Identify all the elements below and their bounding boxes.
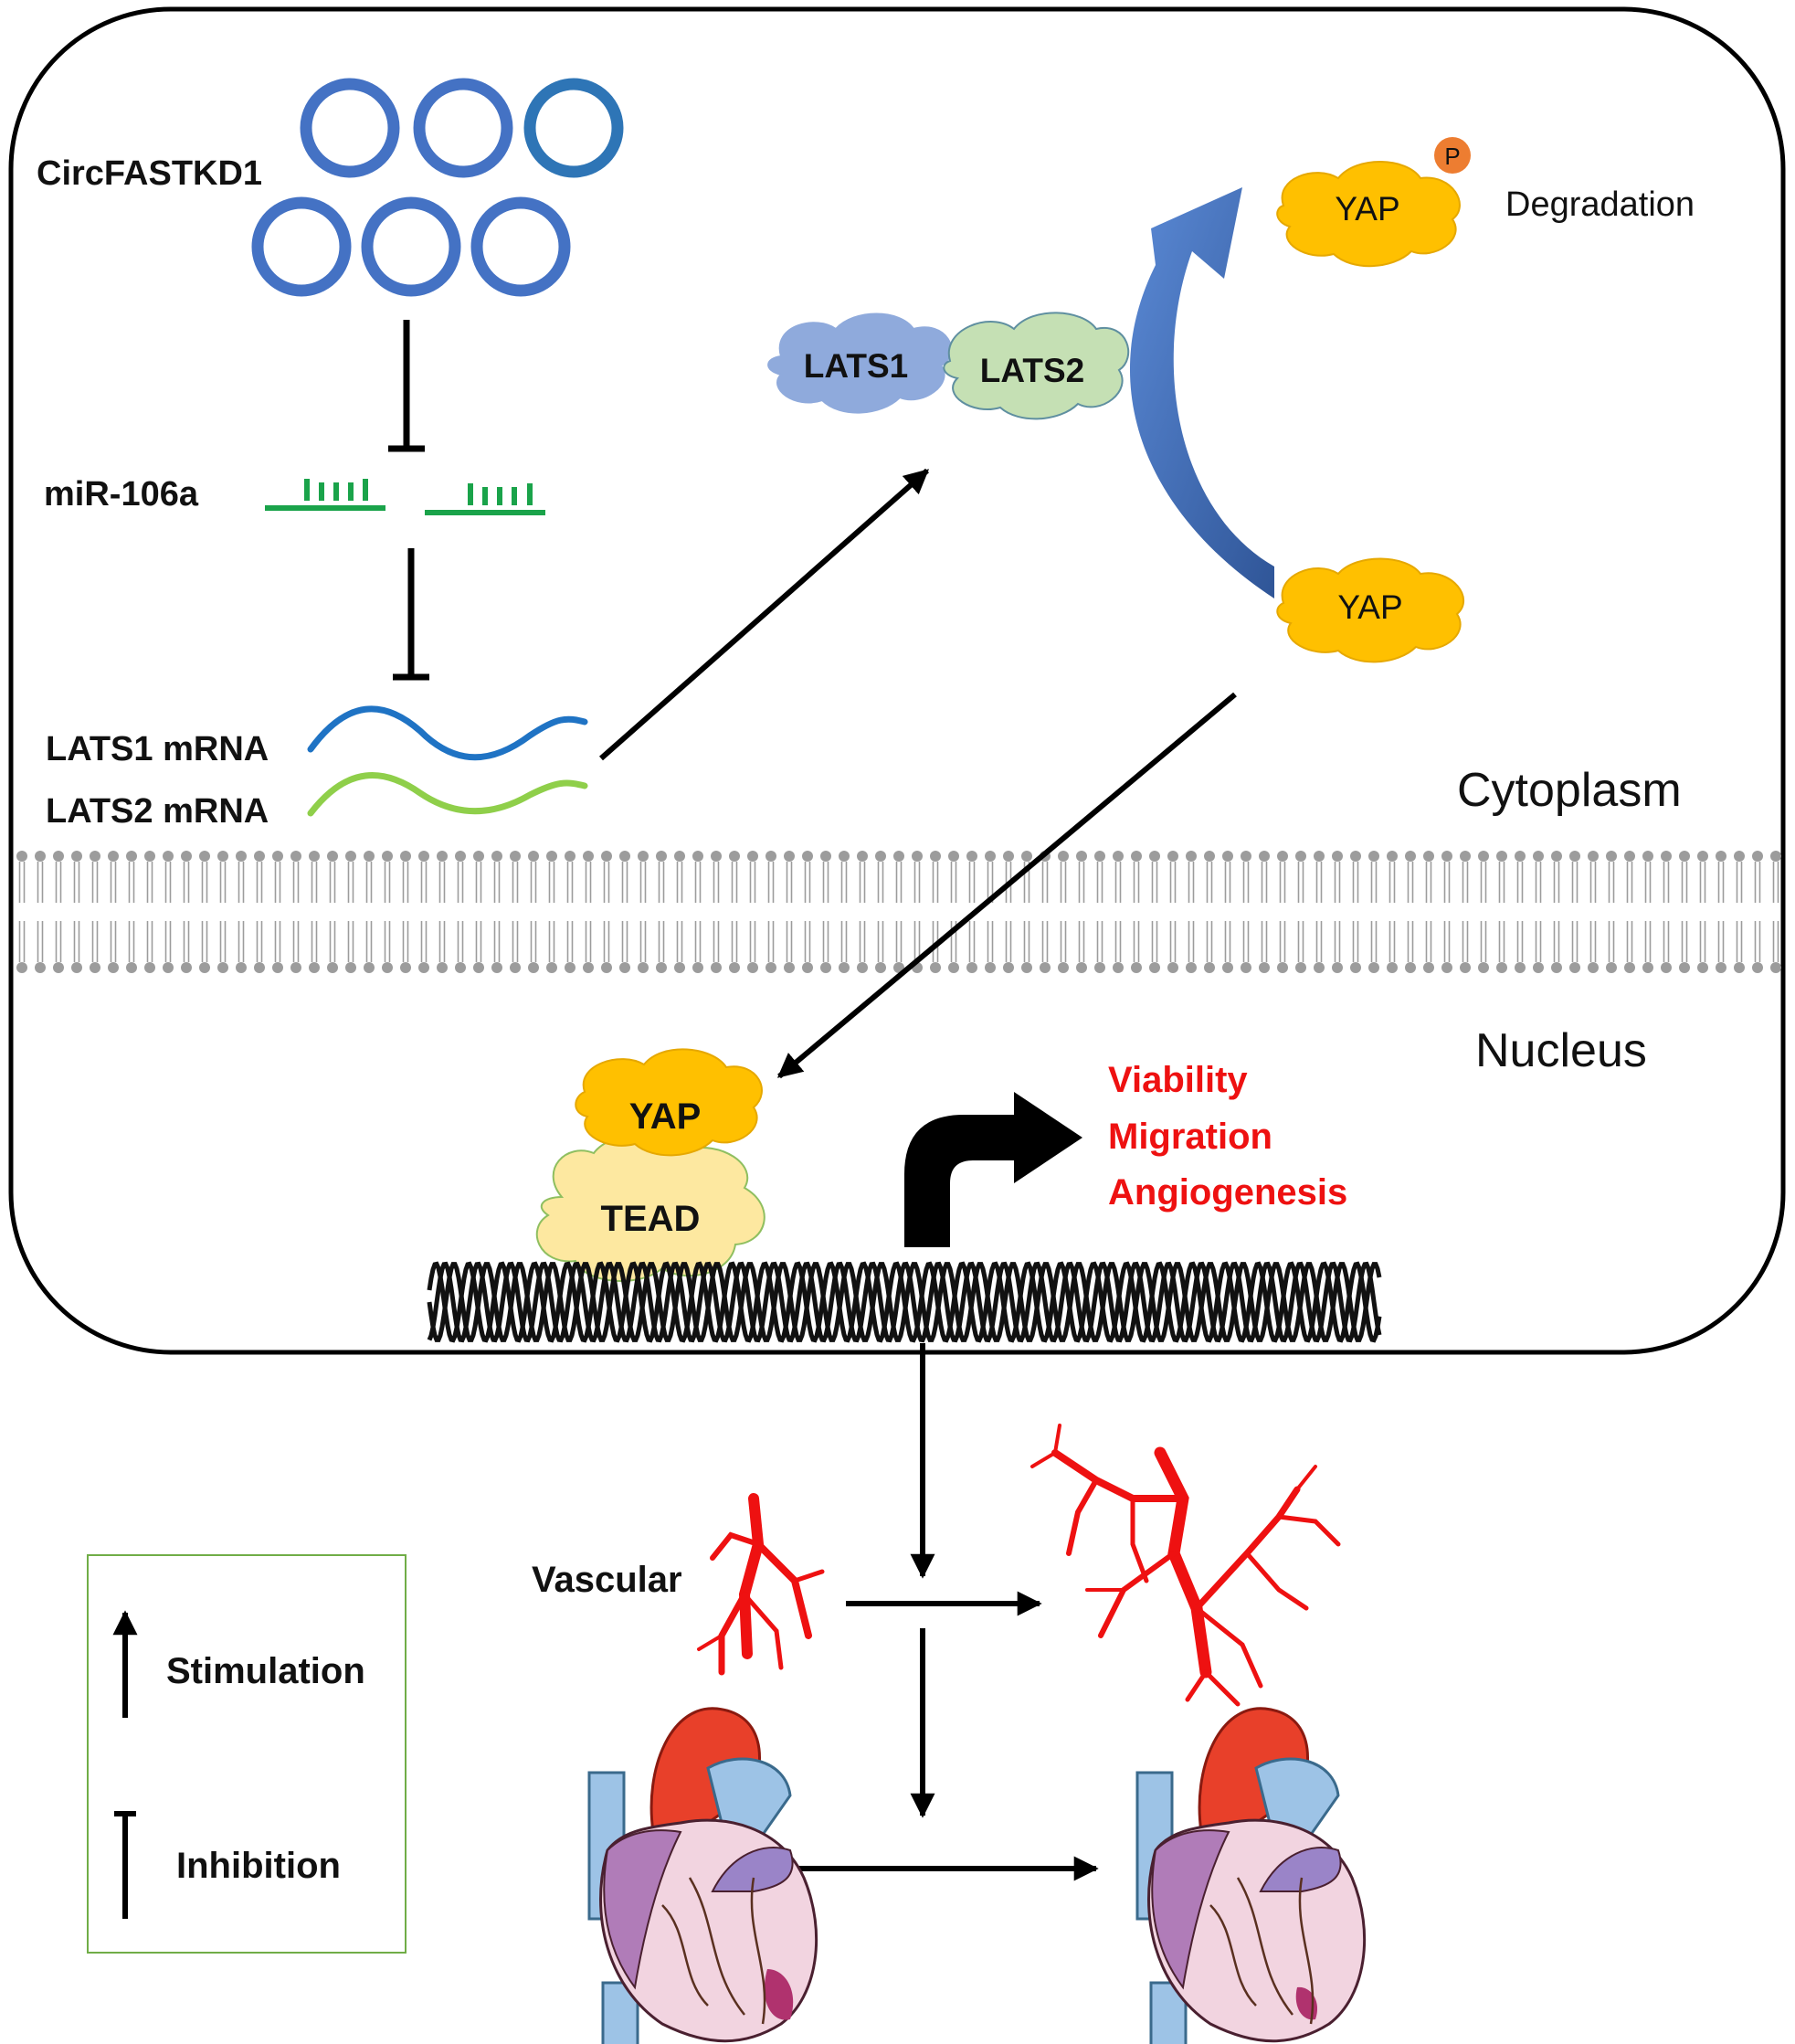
inhibition-mir-mrna <box>393 548 429 681</box>
circfastkd1-circles <box>251 78 624 297</box>
yap-nucleus: YAP <box>575 1048 763 1157</box>
cytoplasm-label: Cytoplasm <box>1457 764 1682 817</box>
transcription-arrow <box>904 1092 1082 1247</box>
degradation-label: Degradation <box>1505 185 1695 224</box>
lats1-mrna-strand <box>307 705 588 761</box>
svg-text:P: P <box>1444 143 1460 170</box>
outcome-migration: Migration <box>1108 1117 1272 1157</box>
vascular-label: Vascular <box>532 1560 682 1600</box>
legend-inhibition-symbol <box>114 1811 136 1919</box>
vessel-small-icon <box>697 1493 825 1676</box>
inhibition-circ-mir <box>388 320 425 452</box>
phospho-yap: YAP <box>1276 161 1461 268</box>
nucleus-label: Nucleus <box>1475 1024 1647 1077</box>
svg-text:LATS2: LATS2 <box>980 352 1084 389</box>
svg-text:TEAD: TEAD <box>601 1199 701 1239</box>
outcome-viability: Viability <box>1108 1060 1248 1100</box>
svg-text:YAP: YAP <box>1337 588 1402 626</box>
lats1-mrna-label: LATS1 mRNA <box>46 730 269 768</box>
vessel-large-icon <box>1030 1424 1341 1707</box>
mir-106a-strand-1 <box>265 479 385 511</box>
heart-left-icon <box>587 1707 818 2044</box>
mir-106a-strand-2 <box>425 483 545 515</box>
yap-cytoplasm: YAP <box>1276 557 1465 663</box>
circrna-ring <box>470 196 571 297</box>
cell-membrane <box>13 850 1782 974</box>
lats2-protein: LATS2 <box>943 312 1130 420</box>
circfastkd1-label: CircFASTKD1 <box>37 154 262 193</box>
svg-text:YAP: YAP <box>1335 190 1399 228</box>
dna-helix <box>427 1261 1382 1343</box>
legend-stimulation-label: Stimulation <box>166 1651 365 1691</box>
cell-boundary <box>8 6 1786 1355</box>
circrna-ring <box>361 196 461 297</box>
translation-arrow <box>599 468 930 761</box>
outcome-angiogenesis: Angiogenesis <box>1108 1172 1347 1213</box>
mir-106a-label: miR-106a <box>44 475 199 514</box>
phosphorylation-curve-arrow <box>1129 187 1274 598</box>
circrna-ring <box>413 78 513 178</box>
phosphate-badge: P <box>1434 137 1471 174</box>
circrna-ring <box>300 78 400 178</box>
nuclear-translocation-arrow <box>776 692 1237 1079</box>
lats2-mrna-label: LATS2 mRNA <box>46 792 269 831</box>
circrna-ring <box>251 196 352 297</box>
svg-text:LATS1: LATS1 <box>804 347 908 385</box>
legend-box <box>87 1554 407 1954</box>
legend-inhibition-label: Inhibition <box>176 1846 341 1886</box>
circrna-ring <box>523 78 624 178</box>
lats1-protein: LATS1 <box>767 312 953 414</box>
heart-right-icon <box>1135 1707 1367 2044</box>
tead-protein: TEAD <box>535 1134 766 1282</box>
svg-text:YAP: YAP <box>629 1096 702 1137</box>
lats2-mrna-strand <box>307 772 588 817</box>
